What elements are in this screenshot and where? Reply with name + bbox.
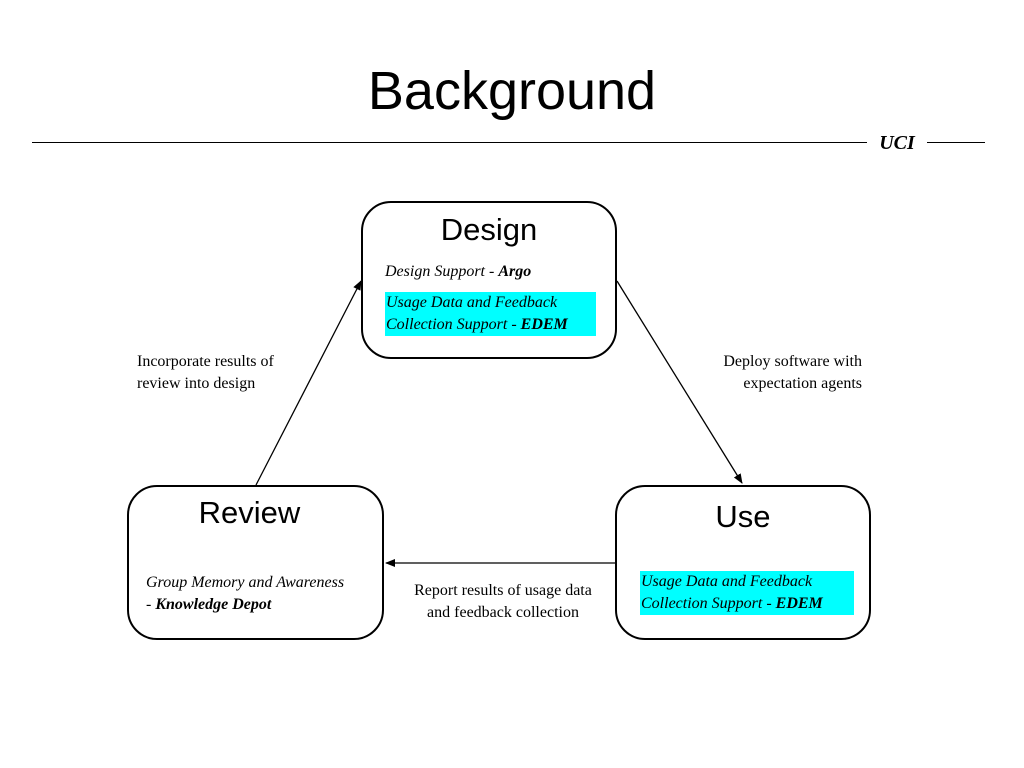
review-to-design-line2: review into design (137, 375, 256, 392)
review-item-tool: Knowledge Depot (155, 596, 272, 613)
design-edem-item: Usage Data and Feedback Collection Suppo… (385, 292, 596, 336)
header-rule-right (927, 142, 985, 143)
design-edem-tool: EDEM (520, 316, 568, 333)
review-node: Review Group Memory and Awareness - Know… (127, 485, 384, 640)
design-title: Design (440, 212, 538, 247)
org-label: UCI (879, 132, 915, 154)
design-to-use-line1: Deploy software with (723, 353, 862, 370)
use-edem-text: Collection Support - (641, 595, 776, 612)
edge-label-review-to-design: Incorporate results of review into desig… (137, 351, 274, 395)
review-to-design-line1: Incorporate results of (137, 353, 274, 370)
design-edem-line2: Collection Support - EDEM (385, 314, 596, 336)
header-rule-left (32, 142, 867, 143)
edge-label-use-to-review: Report results of usage data and feedbac… (393, 580, 613, 624)
review-item-text: - (146, 596, 156, 613)
review-title: Review (198, 495, 301, 530)
use-edem-line2: Collection Support - EDEM (640, 593, 854, 615)
design-to-use-line2: expectation agents (743, 375, 862, 392)
edge-label-design-to-use: Deploy software with expectation agents (672, 351, 862, 395)
design-node: Design Design Support - Argo Usage Data … (361, 201, 617, 359)
use-to-review-line2: and feedback collection (427, 604, 579, 621)
use-to-review-line1: Report results of usage data (414, 582, 592, 599)
use-node: Use Usage Data and Feedback Collection S… (615, 485, 871, 640)
design-edem-line1: Usage Data and Feedback (385, 292, 596, 314)
review-item-line1: Group Memory and Awareness (146, 574, 345, 591)
design-support-item: Design Support - Argo (385, 261, 531, 283)
slide-title: Background (367, 61, 657, 121)
use-edem-line1: Usage Data and Feedback (640, 571, 854, 593)
design-support-text: Design Support - (385, 263, 499, 280)
arrow-review-to-design (255, 280, 362, 486)
use-edem-tool: EDEM (775, 595, 823, 612)
use-title: Use (715, 499, 771, 534)
review-knowledge-item: Group Memory and Awareness - Knowledge D… (146, 572, 344, 616)
use-edem-item: Usage Data and Feedback Collection Suppo… (640, 571, 854, 615)
arrow-design-to-use (616, 280, 743, 484)
design-support-tool: Argo (498, 263, 532, 280)
design-edem-text: Collection Support - (386, 316, 521, 333)
